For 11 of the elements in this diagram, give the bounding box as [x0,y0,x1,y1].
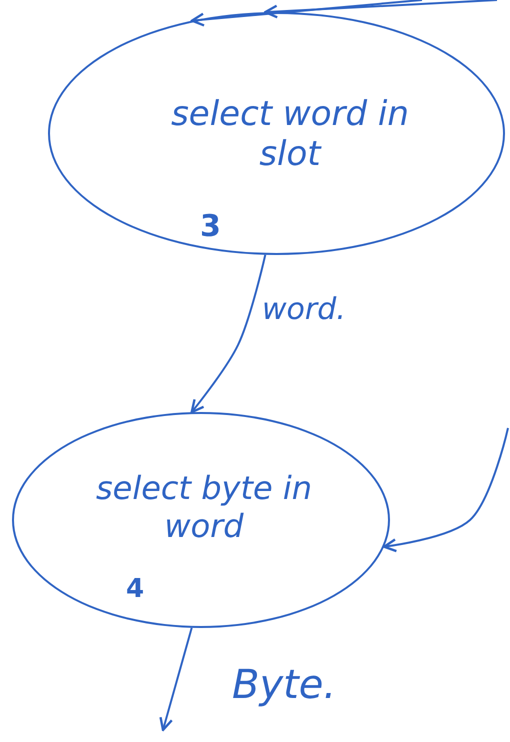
arrow [190,0,422,27]
arrow [264,0,498,19]
step-number: 4 [126,574,144,604]
process-name: select byte in word [94,469,314,545]
arrow [190,254,266,414]
arrow [159,628,193,732]
process-ellipse [12,412,390,628]
process-name: select word in slot [170,94,410,174]
arrow [382,428,509,552]
step-number: 3 [200,209,221,244]
process-ellipse [48,12,505,255]
